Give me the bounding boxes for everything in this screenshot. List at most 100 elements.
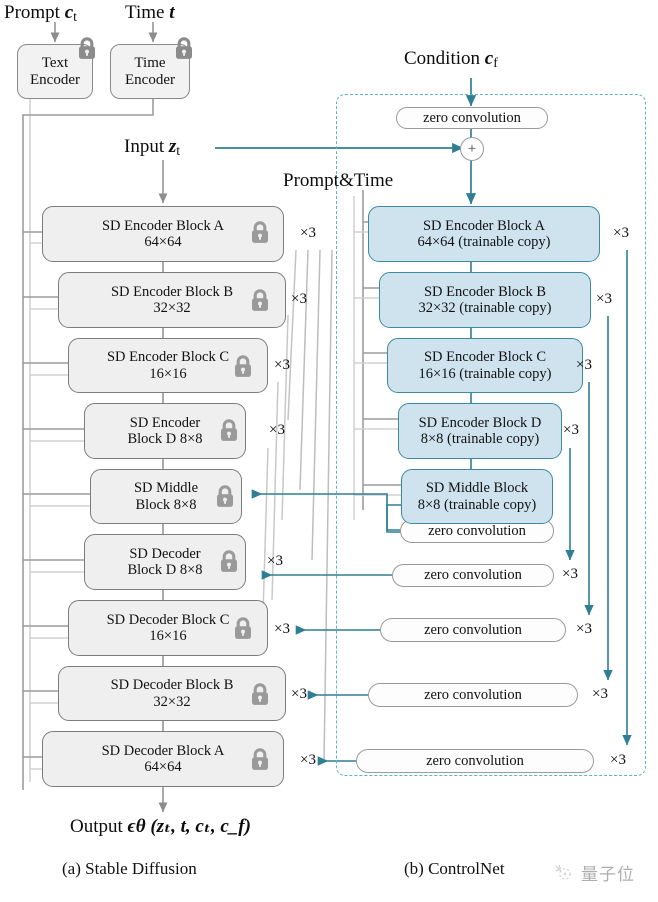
block-line2: 64×64 (144, 759, 182, 775)
zero-conv-label: zero convolution (426, 752, 524, 769)
lock-icon (218, 550, 240, 574)
block-line2: Block D 8×8 (127, 562, 203, 578)
block-line1: SD Encoder Block A (101, 217, 225, 234)
block-line1: SD Encoder Block A (422, 217, 546, 234)
zero-conv-label: zero convolution (428, 522, 526, 539)
repeat-badge: ×3 (613, 225, 629, 241)
lock-icon (249, 683, 271, 707)
block-line1: SD Decoder Block A (101, 742, 225, 759)
text-encoder-block[interactable]: Text Encoder (17, 44, 93, 99)
block-line2: 32×32 (153, 300, 191, 316)
lock-icon (232, 617, 254, 641)
zero-conv-label: zero convolution (424, 686, 522, 703)
sd-block-middle[interactable]: SD Middle Block 8×8 (90, 469, 242, 524)
repeat-badge: ×3 (576, 357, 592, 373)
input-symbol: z (168, 136, 177, 157)
block-line1: SD Encoder Block C (106, 349, 230, 366)
repeat-badge: ×3 (291, 686, 307, 702)
zero-conv-4[interactable]: zero convolution (356, 749, 594, 773)
add-node: + (460, 137, 484, 161)
repeat-badge: ×3 (592, 686, 608, 702)
input-text: Input (124, 136, 165, 157)
condition-label: Condition cf (404, 48, 498, 71)
sd-block-enc-a[interactable]: SD Encoder Block A 64×64 (42, 206, 284, 262)
prompt-label: Prompt ct (4, 2, 77, 25)
watermark: 量子位 (553, 860, 635, 885)
zero-conv-label: zero convolution (424, 567, 522, 584)
block-line1: SD Encoder (129, 414, 201, 431)
time-encoder-line2: Encoder (125, 71, 175, 88)
plus-symbol: + (467, 140, 477, 157)
block-line1: SD Decoder Block B (110, 677, 234, 694)
repeat-badge: ×3 (576, 621, 592, 637)
condition-sub: f (493, 55, 498, 70)
block-line2: 8×8 (trainable copy) (417, 496, 537, 513)
lock-icon (249, 221, 271, 245)
cn-block-enc-c[interactable]: SD Encoder Block C 16×16 (trainable copy… (387, 338, 583, 393)
input-label: Input zt (124, 136, 180, 159)
text-encoder-line2: Encoder (30, 71, 80, 88)
prompt-time-label: Prompt&Time (283, 170, 394, 191)
block-line2: 16×16 (trainable copy) (418, 365, 552, 382)
zero-conv-3[interactable]: zero convolution (368, 683, 578, 707)
cn-block-enc-d[interactable]: SD Encoder Block D 8×8 (trainable copy) (398, 403, 562, 459)
block-line1: SD Encoder Block D (418, 414, 542, 431)
sd-block-enc-b[interactable]: SD Encoder Block B 32×32 (58, 272, 286, 328)
text-encoder-line1: Text (41, 54, 69, 71)
prompt-sub: t (73, 9, 77, 24)
cn-block-enc-b[interactable]: SD Encoder Block B 32×32 (trainable copy… (379, 272, 591, 328)
zero-conv-top[interactable]: zero convolution (396, 107, 548, 129)
repeat-badge: ×3 (300, 752, 316, 768)
zero-conv-label: zero convolution (423, 109, 521, 126)
block-line1: SD Encoder Block C (423, 349, 547, 366)
block-line2: 16×16 (149, 365, 187, 382)
sd-block-dec-c[interactable]: SD Decoder Block C 16×16 (68, 600, 268, 656)
block-line2: 32×32 (trainable copy) (418, 300, 552, 316)
time-label: Time t (125, 2, 174, 24)
zero-conv-2[interactable]: zero convolution (380, 618, 566, 642)
output-prefix: Output (70, 816, 123, 837)
repeat-badge: ×3 (610, 752, 626, 768)
repeat-badge: ×3 (563, 422, 579, 438)
repeat-badge: ×3 (596, 291, 612, 307)
repeat-badge: ×3 (274, 357, 290, 373)
prompt-symbol: c (64, 2, 74, 23)
watermark-logo-icon (555, 864, 571, 880)
cn-block-enc-a[interactable]: SD Encoder Block A 64×64 (trainable copy… (368, 206, 600, 262)
output-expression: ϵθ (zₜ, t, cₜ, c_f) (127, 816, 251, 837)
block-line2: 64×64 (trainable copy) (417, 234, 551, 250)
time-text: Time (125, 2, 165, 23)
lock-icon (76, 37, 98, 61)
block-line2: 64×64 (144, 234, 182, 250)
block-line2: 16×16 (149, 628, 187, 644)
lock-icon (218, 419, 240, 443)
block-line1: SD Encoder Block B (110, 283, 234, 300)
time-symbol: t (169, 2, 175, 23)
caption-stable-diffusion: (a) Stable Diffusion (62, 859, 197, 878)
block-line2: 8×8 (trainable copy) (420, 431, 540, 447)
output-label: Output ϵθ (zₜ, t, cₜ, c_f) (70, 815, 251, 838)
caption-controlnet: (b) ControlNet (404, 859, 505, 878)
repeat-badge: ×3 (291, 291, 307, 307)
sd-block-dec-a[interactable]: SD Decoder Block A 64×64 (42, 731, 284, 787)
sd-block-enc-c[interactable]: SD Encoder Block C 16×16 (68, 338, 268, 393)
lock-icon (173, 37, 195, 61)
block-line2: Block 8×8 (135, 496, 197, 513)
cn-block-middle[interactable]: SD Middle Block 8×8 (trainable copy) (401, 469, 553, 524)
sd-block-enc-d[interactable]: SD Encoder Block D 8×8 (84, 403, 246, 459)
repeat-badge: ×3 (300, 225, 316, 241)
prompt-text: Prompt (4, 2, 60, 23)
block-line2: Block D 8×8 (127, 431, 203, 447)
block-line1: SD Middle Block (425, 480, 529, 497)
repeat-badge: ×3 (267, 553, 283, 569)
block-line1: SD Decoder (129, 545, 201, 562)
block-line1: SD Encoder Block B (423, 283, 547, 300)
zero-conv-1[interactable]: zero convolution (392, 564, 554, 587)
condition-text: Condition (404, 48, 481, 69)
sd-block-dec-d[interactable]: SD Decoder Block D 8×8 (84, 534, 246, 590)
sd-block-dec-b[interactable]: SD Decoder Block B 32×32 (58, 666, 286, 721)
repeat-badge: ×3 (562, 566, 578, 582)
lock-icon (249, 748, 271, 772)
input-sub: t (176, 143, 181, 158)
block-line1: SD Middle (133, 480, 199, 497)
